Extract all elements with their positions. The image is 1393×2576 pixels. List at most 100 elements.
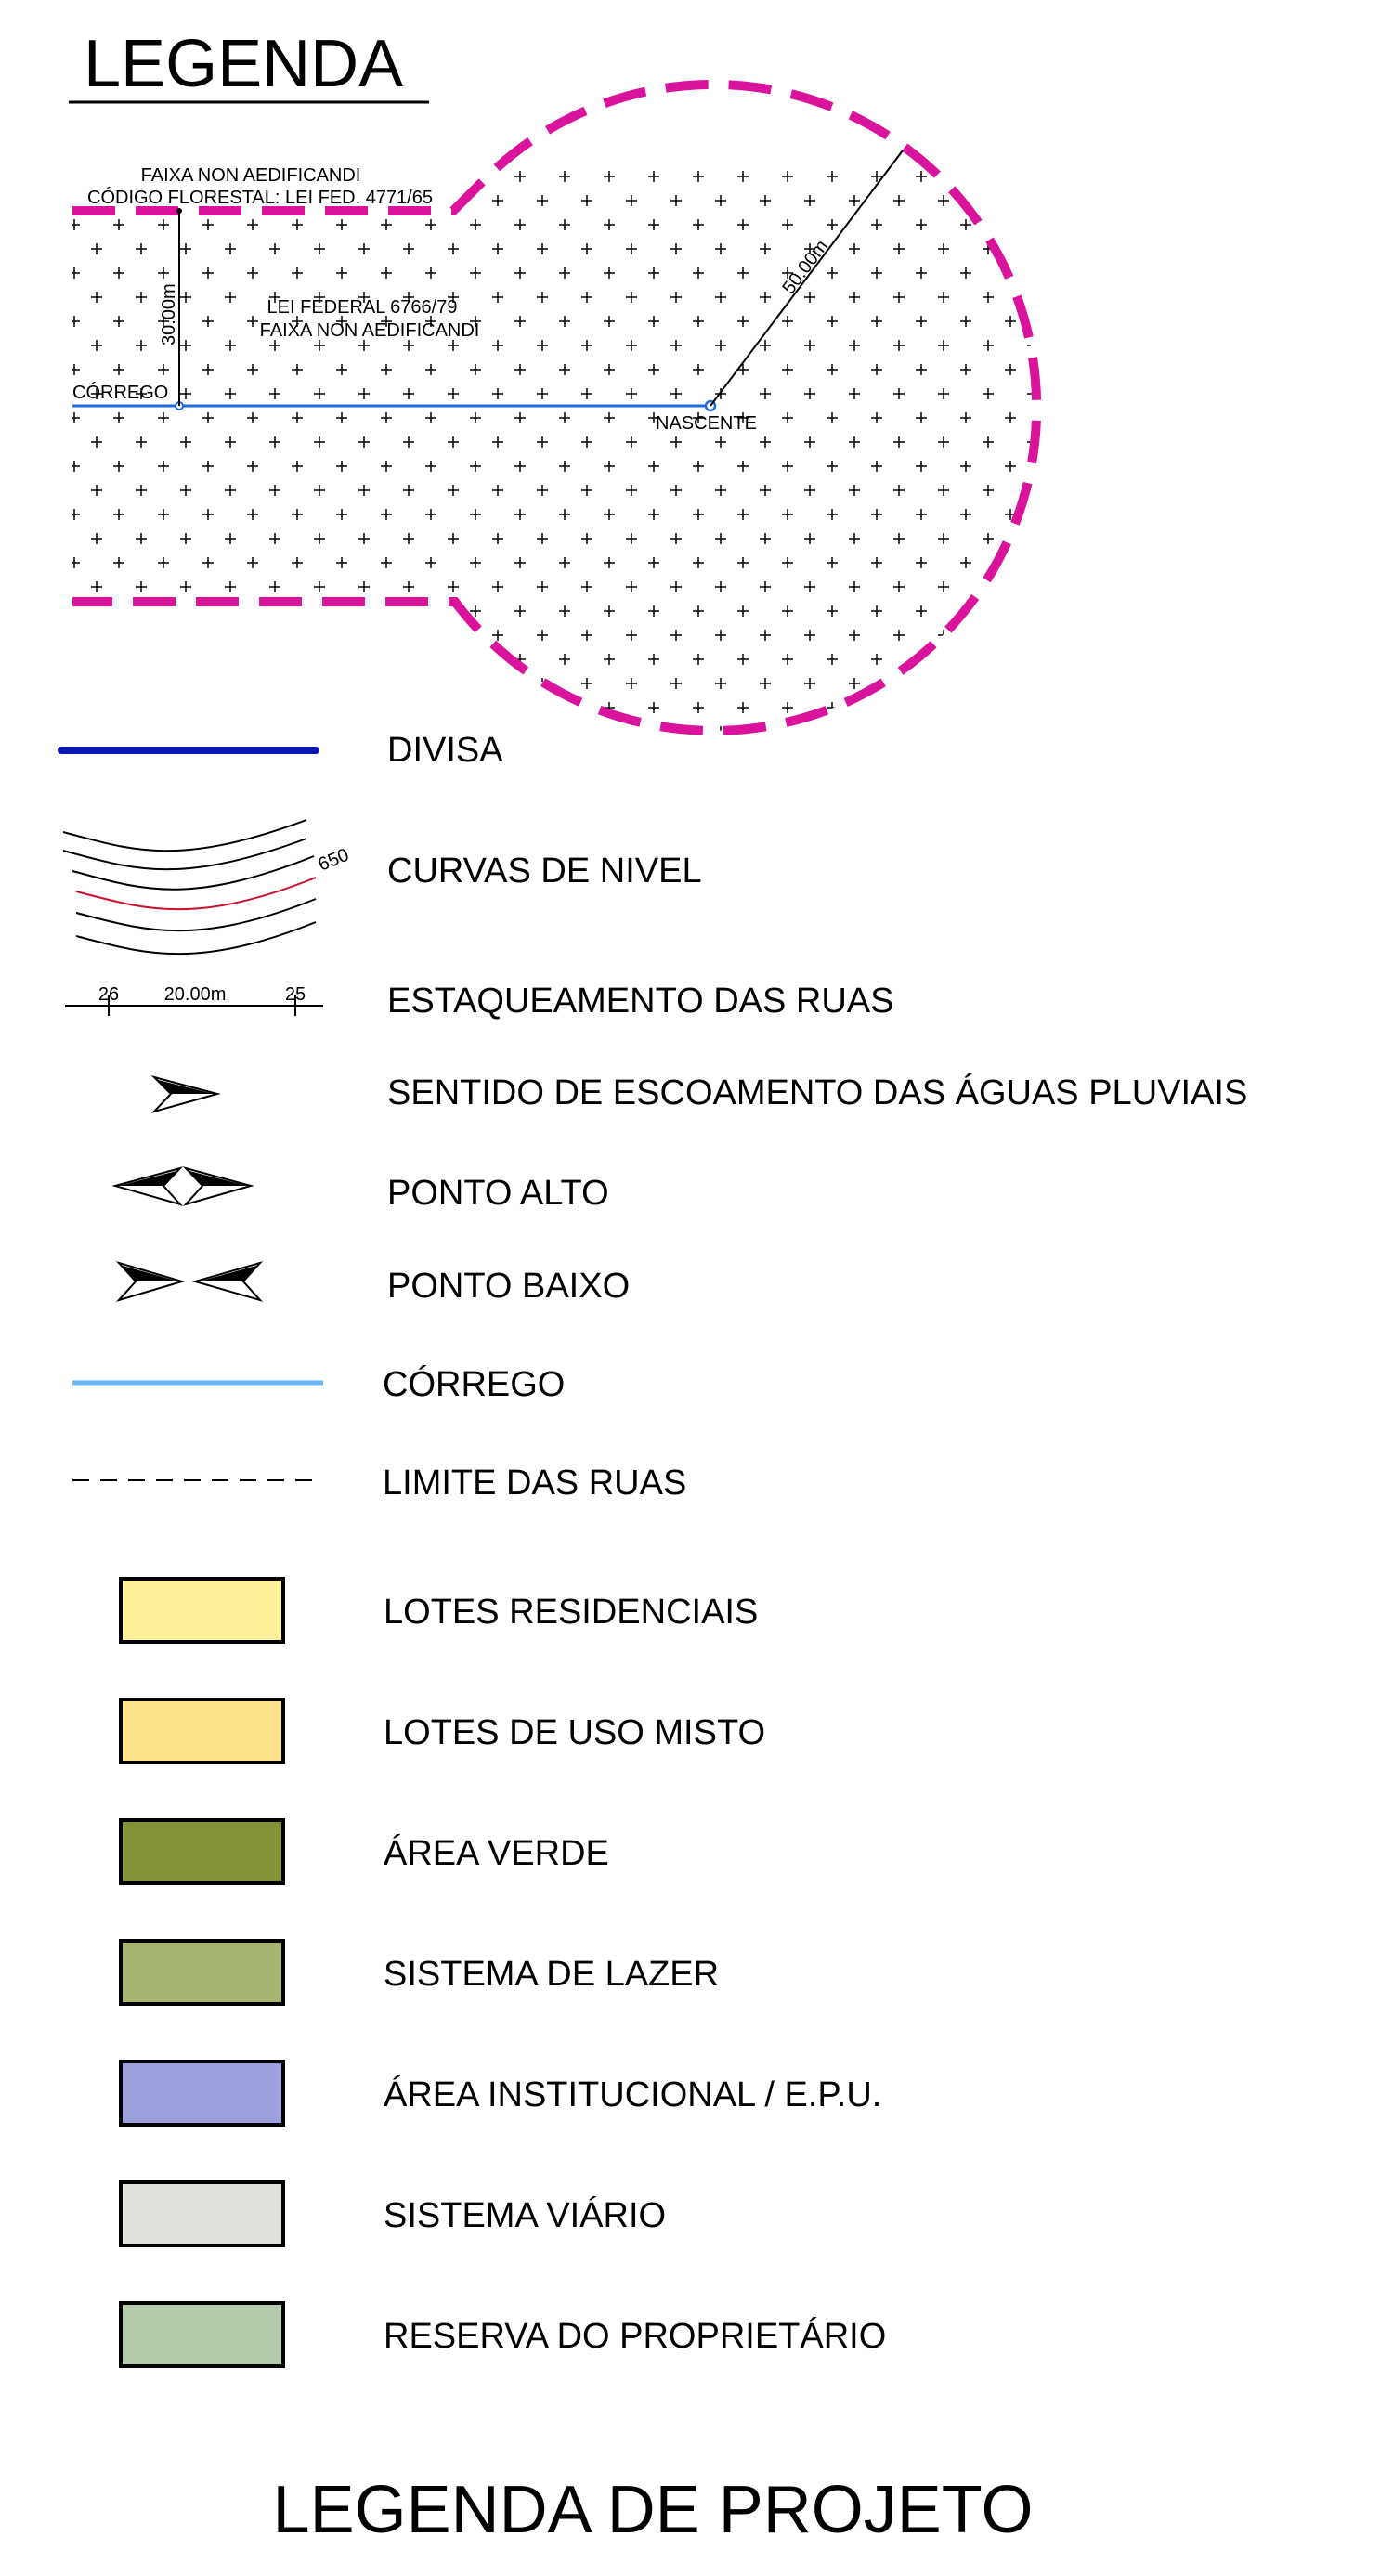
radius-50-line: [710, 150, 904, 407]
hatch-plus: [202, 364, 214, 375]
hatch-plus: [938, 436, 949, 448]
hatch-plus: [804, 436, 815, 448]
hatch-plus: [448, 436, 459, 448]
hatch-plus: [626, 485, 637, 496]
hatch-plus: [827, 605, 838, 617]
hatch-plus: [737, 702, 749, 713]
hatch-plus: [269, 388, 280, 399]
hatch-plus: [960, 171, 971, 182]
hatch-plus: [537, 292, 548, 303]
hatch-plus: [403, 630, 414, 641]
hatch-plus: [448, 292, 459, 303]
hatch-plus: [782, 364, 793, 375]
ponto-baixo-icon: [115, 1261, 264, 1302]
hatch-plus: [559, 267, 570, 279]
hatch-plus: [225, 726, 236, 731]
hatch-plus: [514, 509, 526, 520]
hatch-plus: [737, 461, 749, 472]
hatch-plus: [626, 726, 637, 731]
hatch-plus: [537, 243, 548, 254]
hatch-plus: [581, 533, 592, 544]
hatch-plus: [737, 605, 749, 617]
hatch-plus: [314, 678, 325, 689]
hatch-plus: [983, 581, 994, 592]
hatch-plus: [113, 605, 124, 617]
app-diagram: 30.00m 50.00m FAIXA NON AEDIFICANDI CÓDI…: [72, 79, 1042, 735]
hatch-plus: [626, 630, 637, 641]
hatch-plus: [113, 412, 124, 423]
hatch-plus: [871, 412, 882, 423]
hatch-plus: [626, 243, 637, 254]
hatch-plus: [492, 340, 503, 351]
hatch-plus: [202, 654, 214, 665]
hatch-plus: [693, 702, 704, 713]
hatch-plus: [470, 219, 481, 230]
hatch-plus: [648, 509, 659, 520]
hatch-plus: [72, 364, 80, 375]
hatch-plus: [604, 171, 615, 182]
hatch-plus: [604, 557, 615, 568]
hatch-plus: [938, 533, 949, 544]
hatch-plus: [1005, 557, 1016, 568]
hatch-plus: [1005, 364, 1016, 375]
estaca-right: 25: [285, 984, 306, 1005]
hatch-plus: [559, 171, 570, 182]
hatch-plus: [626, 678, 637, 689]
hatch-plus: [893, 195, 905, 206]
hatch-plus: [960, 267, 971, 279]
hatch-plus: [604, 267, 615, 279]
dimension-30-label: 30.00m: [159, 283, 179, 345]
hatch-plus: [804, 243, 815, 254]
hatch-plus: [336, 219, 347, 230]
hatch-plus: [782, 654, 793, 665]
hatch-plus: [403, 678, 414, 689]
hatch-plus: [849, 243, 860, 254]
hatch-plus: [893, 630, 905, 641]
divisa-label: DIVISA: [387, 731, 503, 770]
hatch-plus: [626, 195, 637, 206]
hatch-plus: [715, 243, 726, 254]
hatch-plus: [470, 267, 481, 279]
hatch-plus: [180, 340, 191, 351]
hatch-plus: [358, 630, 370, 641]
faixa-label-2: CÓDIGO FLORESTAL: LEI FED. 4771/65: [87, 187, 433, 208]
swatch-label: LOTES RESIDENCIAIS: [384, 1593, 758, 1632]
hatch-plus: [983, 388, 994, 399]
hatch-plus: [136, 436, 147, 448]
hatch-plus: [314, 726, 325, 731]
hatch-plus: [782, 267, 793, 279]
hatch-plus: [381, 557, 392, 568]
hatch-plus: [537, 340, 548, 351]
hatch-plus: [804, 533, 815, 544]
hatch-plus: [581, 630, 592, 641]
hatch-plus: [559, 605, 570, 617]
hatch-plus: [648, 412, 659, 423]
hatch-plus: [827, 364, 838, 375]
hatch-plus: [514, 219, 526, 230]
hatch-plus: [91, 436, 102, 448]
hatch-plus: [760, 388, 771, 399]
hatch-plus: [158, 316, 169, 327]
hatch-plus: [893, 533, 905, 544]
hatch-plus: [225, 340, 236, 351]
hatch-plus: [1005, 316, 1016, 327]
hatch-plus: [269, 436, 280, 448]
hatch-plus: [670, 630, 682, 641]
hatch-plus: [180, 292, 191, 303]
hatch-plus: [358, 388, 370, 399]
hatch-plus: [916, 171, 927, 182]
hatch-plus: [247, 461, 258, 472]
hatch-plus: [871, 461, 882, 472]
hatch-plus: [336, 557, 347, 568]
hatch-plus: [648, 219, 659, 230]
ponto-baixo-label: PONTO BAIXO: [387, 1267, 630, 1306]
hatch-plus: [804, 195, 815, 206]
hatch-plus: [693, 364, 704, 375]
estaca-mid: 20.00m: [164, 984, 227, 1005]
hatch-plus: [938, 340, 949, 351]
hatch-plus: [470, 654, 481, 665]
hatch-plus: [158, 219, 169, 230]
hatch-plus: [292, 267, 303, 279]
legend-title: LEGENDA: [84, 27, 403, 101]
hatch-plus: [292, 702, 303, 713]
